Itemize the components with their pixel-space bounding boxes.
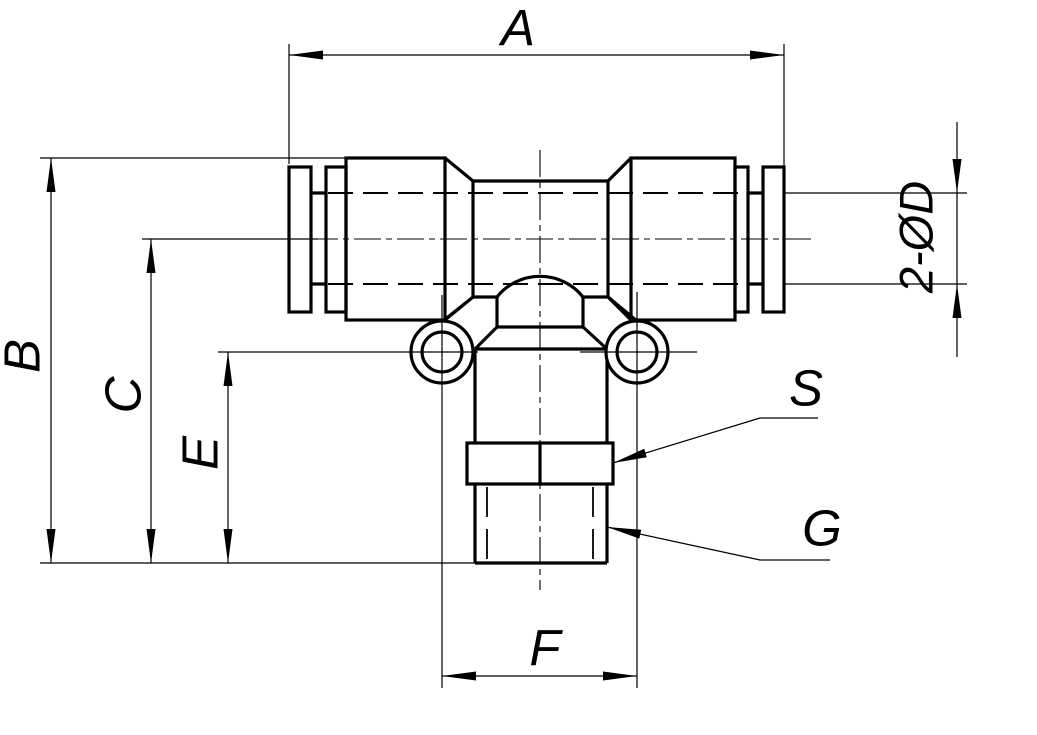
left-neck [311,191,326,286]
dim-e-lines [218,351,697,563]
thread-outline [473,484,609,565]
dim-b-arrow-top [46,158,56,192]
leader-s-arrow [613,448,647,463]
dim-c-label: C [95,375,152,413]
stem [473,347,609,443]
center-dome-arc [495,274,585,298]
dim-a-extension-lines [288,44,785,167]
dim-a-arrow-left [289,50,323,60]
dimension-labels: A B C E F 2-ØD S G [0,0,943,677]
dim-e-arrow-top [223,352,233,386]
leader-s-line [612,417,818,464]
dim-d-extension-lines [784,192,967,285]
leader-g-arrow [607,527,642,539]
dim-b-arrow-bottom [46,529,56,563]
leader-g-label: G [802,500,842,557]
dim-e-label: E [172,435,229,470]
dim-f-arrow-left [442,671,476,681]
dim-b-label: B [0,339,51,373]
dim-c-arrow-bottom [146,529,156,563]
leader-s-label: S [789,360,823,417]
dim-e-arrow-bottom [223,529,233,563]
dim-d-label: 2-ØD [890,181,943,294]
dim-a-label: A [498,0,535,57]
fitting-body-outline [287,156,786,565]
dimension-lines [40,44,967,688]
right-chamfers [606,156,639,323]
dim-d-arrow-top [952,159,962,193]
right-neck [748,191,763,286]
dim-a-lines [288,44,785,167]
centerlines [268,150,812,590]
bore-hidden-lines [328,192,748,285]
dim-f-label: F [529,620,563,677]
dim-f-extension-lines [441,292,638,688]
center-base-trapezoid [473,297,609,351]
dim-c-lines [142,238,318,563]
dim-f-arrow-right [603,671,637,681]
dim-d-arrow-bottom [952,284,962,318]
dim-c-arrow-top [146,239,156,273]
thread-root-lines [486,487,594,563]
leader-g-line [606,526,830,561]
left-chamfers [442,156,475,323]
dim-b-lines [40,157,346,563]
dim-a-arrow-right [750,50,784,60]
arrowheads [46,50,962,681]
